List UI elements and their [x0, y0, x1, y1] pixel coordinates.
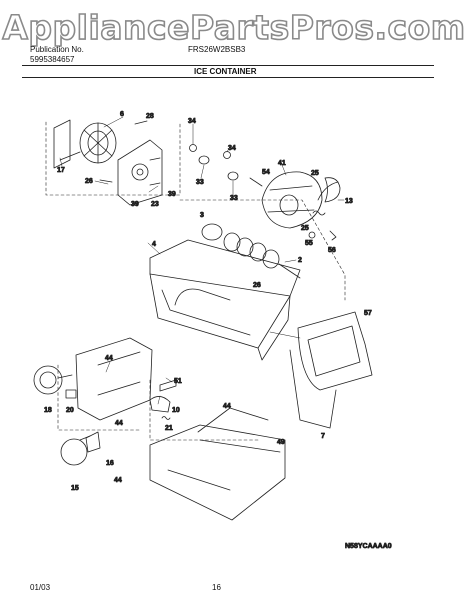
callout-6: 6: [120, 111, 124, 118]
model-number: FRS26W2BSB3: [188, 45, 246, 54]
callout-2: 2: [298, 257, 302, 264]
part-3-seal: [201, 223, 223, 241]
callout-41: 41: [278, 160, 286, 167]
callout-39: 39: [168, 191, 176, 198]
callout-26: 26: [253, 282, 261, 289]
watermark-logo: AppliancePartsPros.com: [2, 7, 466, 48]
footer-page-number: 16: [212, 583, 221, 592]
part-51-shaft: [159, 379, 177, 392]
part-6-auger: [59, 122, 117, 164]
callout-7: 7: [321, 433, 325, 440]
part-23-motor-bracket: [117, 139, 163, 206]
publication-label: Publication No.: [30, 45, 84, 54]
part-55-washer: [308, 231, 316, 239]
part-57-chute-door: [297, 311, 373, 391]
callout-25: 25: [311, 170, 319, 177]
publication-number: 5995384657: [30, 55, 75, 64]
part-16-socket: [85, 431, 101, 453]
callout-16: 16: [106, 460, 114, 467]
section-title: ICE CONTAINER: [194, 67, 257, 76]
part-25-spring: [312, 210, 326, 216]
part-21-spring: [161, 416, 171, 420]
callout-28: 28: [146, 113, 154, 120]
part-10-solenoid: [149, 396, 171, 413]
part-49-base-plate: [149, 407, 286, 521]
part-15-lamp: [60, 435, 91, 466]
part-34-bushing-right: [223, 151, 231, 159]
callout-18: 18: [44, 407, 52, 414]
part-33-gear-right: [227, 171, 239, 181]
part-13-actuator: [317, 177, 341, 203]
callout-4: 4: [152, 241, 156, 248]
callout-3: 3: [200, 212, 204, 219]
callout-54: 54: [262, 169, 270, 176]
dashed-assembly-outline: [45, 121, 346, 441]
leader-lines: [59, 116, 345, 405]
callout-49: 49: [277, 439, 285, 446]
callout-23: 23: [151, 201, 159, 208]
header-rule-bottom: [22, 77, 434, 78]
callout-57: 57: [364, 310, 372, 317]
part-34-bushing-left: [189, 144, 197, 152]
diagram-code: N58YCAAAA0: [345, 543, 392, 550]
part-33-gear-left: [198, 155, 210, 165]
callout-15: 15: [71, 485, 79, 492]
part-28-screw: [134, 120, 148, 125]
callout-33: 33: [230, 195, 238, 202]
callout-39: 39: [131, 201, 139, 208]
part-4-ice-bucket: [149, 239, 301, 361]
callout-26: 26: [85, 178, 93, 185]
callout-34: 34: [188, 118, 196, 125]
callout-44: 44: [114, 477, 122, 484]
part-2-auger-coil: [223, 232, 301, 279]
callout-44: 44: [105, 355, 113, 362]
header-rule-top: [22, 65, 434, 66]
callout-13: 13: [345, 198, 353, 205]
callout-34: 34: [228, 145, 236, 152]
callout-25: 25: [301, 225, 309, 232]
part-41-drive-housing: [261, 171, 323, 229]
callout-33: 33: [196, 179, 204, 186]
part-56-clip: [329, 230, 337, 241]
callout-55: 55: [305, 240, 313, 247]
part-17-side-panel: [53, 119, 71, 169]
callout-51: 51: [174, 378, 182, 385]
part-7-dispenser-front: [289, 349, 337, 429]
part-54-pin: [249, 177, 263, 187]
part-20-coupler: [65, 389, 77, 399]
callout-20: 20: [66, 407, 74, 414]
callout-44: 44: [223, 403, 231, 410]
callout-56: 56: [328, 247, 336, 254]
callout-44: 44: [115, 420, 123, 427]
callout-labels: 6 28 34 34 17 26 23 39 39 33 33 41 54 25…: [44, 111, 373, 493]
part-26-screw: [99, 179, 113, 183]
callout-10: 10: [172, 407, 180, 414]
callout-17: 17: [57, 167, 65, 174]
footer-date: 01/03: [30, 583, 51, 592]
callout-21: 21: [165, 425, 173, 432]
